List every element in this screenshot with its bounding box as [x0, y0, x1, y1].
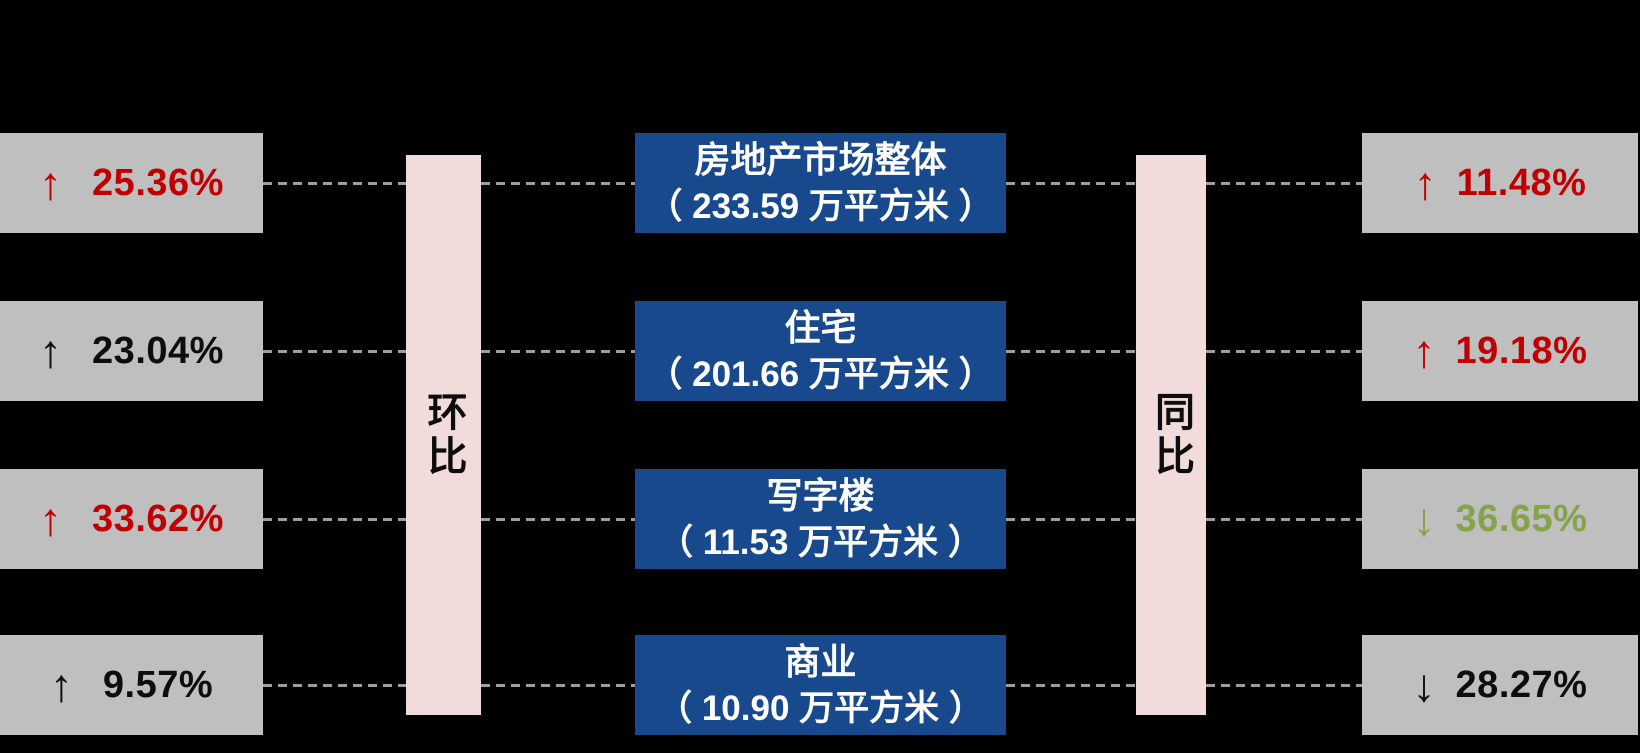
- yoy-bar: 同比: [1136, 155, 1206, 715]
- category-name: 房地产市场整体: [694, 138, 947, 180]
- up-arrow-icon: ↑: [39, 157, 63, 209]
- category-name: 写字楼: [766, 474, 875, 516]
- down-arrow-icon: ↓: [1412, 659, 1436, 711]
- category-value: （ 11.53 万平方米 ）: [658, 522, 983, 562]
- mom-stat-box-overall: ↑ 25.36%: [0, 133, 263, 233]
- mom-percent-residential: 23.04%: [92, 330, 224, 372]
- mom-percent-overall: 25.36%: [92, 162, 224, 204]
- mom-bar-label: 环比: [421, 391, 466, 479]
- mom-percent-commercial: 9.57%: [102, 664, 214, 706]
- connector-dash: [263, 518, 406, 521]
- connector-dash: [481, 350, 635, 353]
- up-arrow-icon: ↑: [1413, 157, 1437, 209]
- category-value: （ 10.90 万平方米 ）: [657, 688, 984, 728]
- connector-dash: [1006, 684, 1136, 687]
- category-value: （ 233.59 万平方米 ）: [647, 186, 994, 226]
- category-box-overall: 房地产市场整体 （ 233.59 万平方米 ）: [635, 133, 1006, 233]
- mom-stat-box-residential: ↑ 23.04%: [0, 301, 263, 401]
- connector-dash: [263, 350, 406, 353]
- category-name: 住宅: [784, 306, 857, 348]
- connector-dash: [481, 182, 635, 185]
- mom-stat-box-office: ↑ 33.62%: [0, 469, 263, 569]
- up-arrow-icon: ↑: [49, 659, 73, 711]
- yoy-percent-office: 36.65%: [1455, 498, 1588, 540]
- connector-dash: [1206, 684, 1362, 687]
- connector-dash: [481, 684, 635, 687]
- mom-bar: 环比: [406, 155, 481, 715]
- yoy-percent-overall: 11.48%: [1456, 162, 1587, 204]
- category-box-office: 写字楼 （ 11.53 万平方米 ）: [635, 469, 1006, 569]
- up-arrow-icon: ↑: [39, 493, 63, 545]
- connector-dash: [1006, 182, 1136, 185]
- yoy-stat-box-commercial: ↓ 28.27%: [1362, 635, 1638, 735]
- yoy-stat-box-overall: ↑ 11.48%: [1362, 133, 1638, 233]
- down-arrow-icon: ↓: [1412, 493, 1436, 545]
- yoy-stat-box-office: ↓ 36.65%: [1362, 469, 1638, 569]
- yoy-bar-label: 同比: [1149, 391, 1193, 479]
- connector-dash: [263, 182, 406, 185]
- connector-dash: [1206, 518, 1362, 521]
- connector-dash: [1206, 182, 1362, 185]
- mom-stat-box-commercial: ↑ 9.57%: [0, 635, 263, 735]
- yoy-percent-residential: 19.18%: [1455, 330, 1588, 372]
- connector-dash: [263, 684, 406, 687]
- connector-dash: [481, 518, 635, 521]
- category-value: （ 201.66 万平方米 ）: [647, 354, 994, 394]
- connector-dash: [1006, 350, 1136, 353]
- category-box-commercial: 商业 （ 10.90 万平方米 ）: [635, 635, 1006, 735]
- up-arrow-icon: ↑: [39, 325, 63, 377]
- mom-percent-office: 33.62%: [92, 498, 224, 540]
- yoy-percent-commercial: 28.27%: [1455, 664, 1588, 706]
- yoy-stat-box-residential: ↑ 19.18%: [1362, 301, 1638, 401]
- up-arrow-icon: ↑: [1412, 325, 1436, 377]
- connector-dash: [1206, 350, 1362, 353]
- category-box-residential: 住宅 （ 201.66 万平方米 ）: [635, 301, 1006, 401]
- category-name: 商业: [784, 640, 857, 682]
- connector-dash: [1006, 518, 1136, 521]
